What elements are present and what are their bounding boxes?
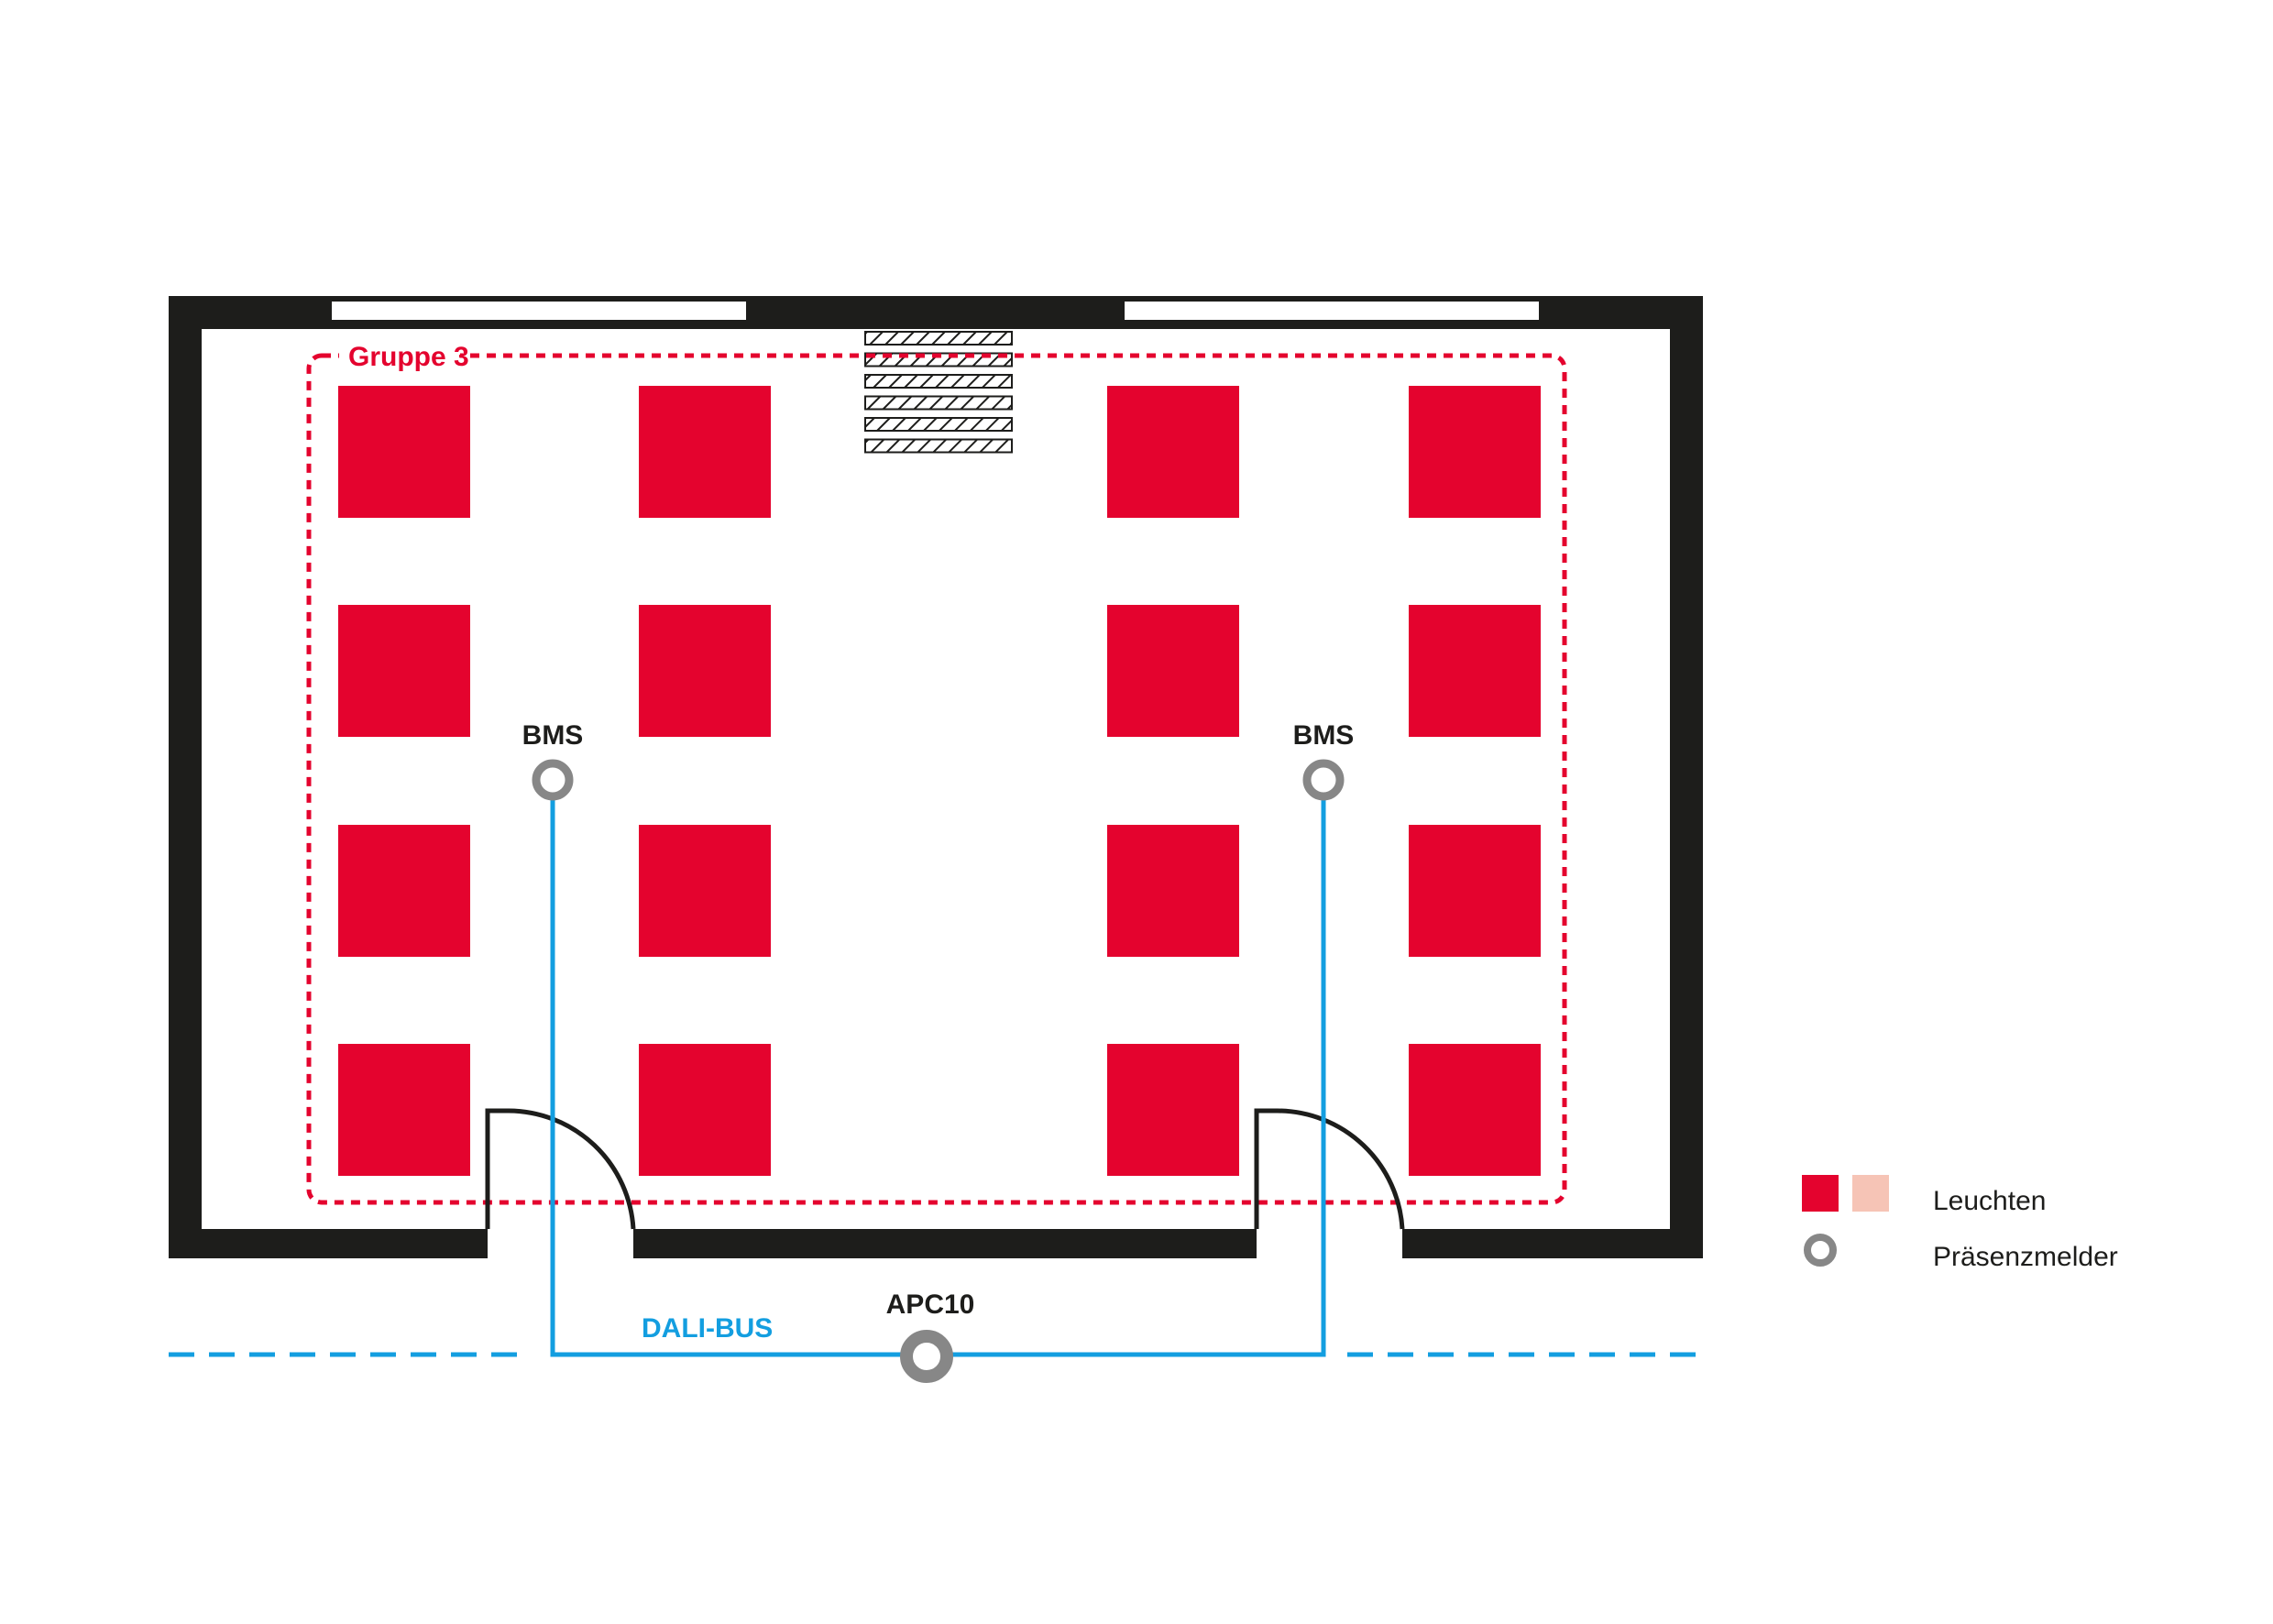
door-right [1254,1108,1405,1230]
luminaire [639,825,771,957]
bus-label: DALI-BUS [642,1313,773,1344]
luminaire [338,1044,470,1176]
legend-swatch-luminaire [1802,1175,1839,1212]
luminaire [1409,825,1541,957]
presence-sensor-left [532,759,574,801]
presence-sensor-right [1302,759,1345,801]
window-left [332,302,746,320]
luminaire [338,825,470,957]
legend-swatch-luminaire-dimmed [1852,1175,1889,1212]
legend-presence-label: Präsenzmelder [1933,1242,2118,1272]
luminaire [338,386,470,518]
controller-label: APC10 [886,1289,975,1320]
group-label: Gruppe 3 [348,342,469,372]
luminaire [1409,1044,1541,1176]
luminaire-grid [338,386,1541,1176]
hatched-element [864,331,1013,454]
controller-node [900,1330,953,1383]
wall-bottom-right [1402,1229,1703,1258]
room-walls [169,296,1703,1258]
legend-sensor-icon [1804,1234,1837,1267]
luminaire [1107,605,1239,737]
sensor-right-label: BMS [1293,720,1355,751]
wall-bottom-left [169,1229,488,1258]
window-right [1125,302,1539,320]
luminaire [639,386,771,518]
group-outline [306,353,1567,1205]
luminaire [1409,386,1541,518]
sensor-left-label: BMS [522,720,584,751]
door-left [485,1108,636,1230]
luminaire [1107,825,1239,957]
legend-luminaires-label: Leuchten [1933,1186,2046,1216]
wall-left [169,296,202,1258]
luminaire [1107,386,1239,518]
hatch-bar [864,331,1013,346]
wall-bottom-middle [633,1229,1257,1258]
hatch-bar [864,417,1013,432]
hatch-bar [864,374,1013,389]
luminaire [639,1044,771,1176]
legend: Leuchten Präsenzmelder [1802,1175,2118,1272]
group-label-bg [339,337,460,372]
wall-right [1670,296,1703,1258]
luminaire [639,605,771,737]
hatch-bar [864,395,1013,411]
luminaire [1107,1044,1239,1176]
hatch-bar [864,438,1013,454]
luminaire [338,605,470,737]
luminaire [1409,605,1541,737]
